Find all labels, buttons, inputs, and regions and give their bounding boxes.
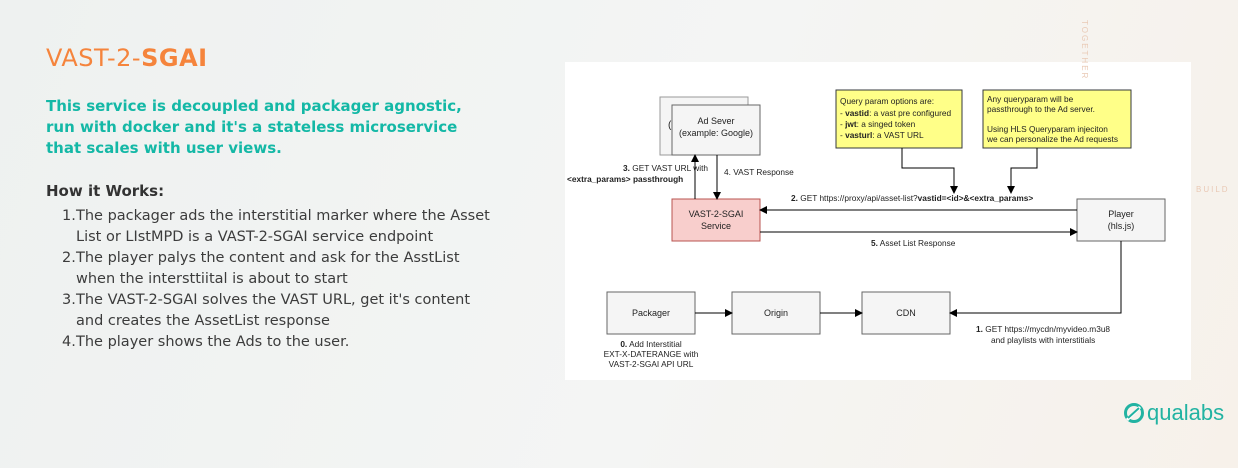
watermark-top: BUILD (1196, 185, 1230, 194)
diagram-canvas: ( Ad Sever (example: Google) VAST-2-SGAI… (567, 89, 1166, 369)
vast-service-box (671, 198, 761, 242)
step5-label: 5. Asset List Response (871, 238, 956, 248)
step-number: 4. (62, 334, 76, 350)
query-note-line: - vastid: a vast pre configured (840, 108, 952, 118)
step-number: 1. (62, 208, 76, 224)
title-plain: VAST-2- (46, 44, 142, 72)
passthrough-note-line: Using HLS Queryparam injeciton (987, 124, 1108, 134)
step-number: 3. (62, 292, 76, 308)
step3-label: 3. GET VAST URL with (623, 163, 708, 173)
steps-list: 1.The packager ads the interstitial mark… (62, 206, 492, 353)
step-item: 3.The VAST-2-SGAI solves the VAST URL, g… (62, 290, 492, 332)
step-number: 2. (62, 250, 76, 266)
step-item: 1.The packager ads the interstitial mark… (62, 206, 492, 248)
query-note-title: Query param options are: (840, 96, 934, 106)
cdn-label: CDN (896, 308, 916, 318)
passthrough-note-line: Any queryparam will be (987, 94, 1074, 104)
slide-title: VAST-2-SGAI (46, 44, 208, 72)
how-it-works-heading: How it Works: (46, 182, 165, 200)
arrow-step1 (949, 241, 1122, 317)
arrow-passthrough-note (1007, 148, 1038, 194)
step0-label-line3: VAST-2-SGAI API URL (609, 359, 694, 369)
query-note-line: - jwt: a singed token (840, 119, 916, 129)
adserver-sublabel: (example: Google) (679, 128, 753, 138)
step-item: 4.The player shows the Ads to the user. (62, 332, 492, 353)
arrow-query-note (901, 148, 958, 194)
step-text: The VAST-2-SGAI solves the VAST URL, get… (76, 292, 471, 329)
vast-service-sublabel: Service (701, 221, 731, 231)
step-item: 2.The player palys the content and ask f… (62, 248, 492, 290)
qualabs-logo: qualabs (1123, 400, 1224, 426)
watermark-side: TOGETHER (1080, 20, 1089, 81)
architecture-diagram: ( Ad Sever (example: Google) VAST-2-SGAI… (565, 62, 1191, 380)
passthrough-note (982, 89, 1132, 149)
adserver-box (671, 104, 761, 156)
player-box (1076, 198, 1166, 242)
step-text: The player shows the Ads to the user. (76, 334, 350, 350)
adserver-back-text: ( (668, 120, 672, 131)
qualabs-logo-icon (1124, 403, 1144, 423)
passthrough-note-line: passthrough to the Ad server. (987, 104, 1095, 114)
packager-label: Packager (632, 308, 670, 318)
step2-label: 2. GET https://proxy/api/asset-list?vast… (791, 193, 1033, 203)
passthrough-note-line: we can personalize the Ad requests (986, 134, 1118, 144)
logo-text: qualabs (1147, 400, 1225, 425)
step-text: The player palys the content and ask for… (76, 250, 460, 287)
player-sublabel: (hls.js) (1108, 221, 1135, 231)
query-note-line: - vasturl: a VAST URL (840, 130, 924, 140)
step4-label: 4. VAST Response (724, 167, 794, 177)
step1-label: 1. GET https://mycdn/myvideo.m3u8 (976, 324, 1110, 334)
origin-label: Origin (764, 308, 788, 318)
query-param-note (835, 89, 963, 149)
step0-label-line2: EXT-X-DATERANGE with (604, 349, 699, 359)
title-bold: SGAI (141, 44, 208, 72)
vast-service-label: VAST-2-SGAI (689, 209, 744, 219)
step0-label: 0. Add Interstitial (620, 339, 682, 349)
adserver-label: Ad Sever (697, 116, 734, 126)
player-label: Player (1108, 209, 1134, 219)
slide-subtitle: This service is decoupled and packager a… (46, 97, 462, 157)
step-text: The packager ads the interstitial marker… (76, 208, 490, 245)
step3-label-line2: <extra_params> passthrough (567, 174, 683, 184)
cdn-box (861, 291, 951, 335)
step1-label-line2: and playlists with interstitials (991, 335, 1095, 345)
